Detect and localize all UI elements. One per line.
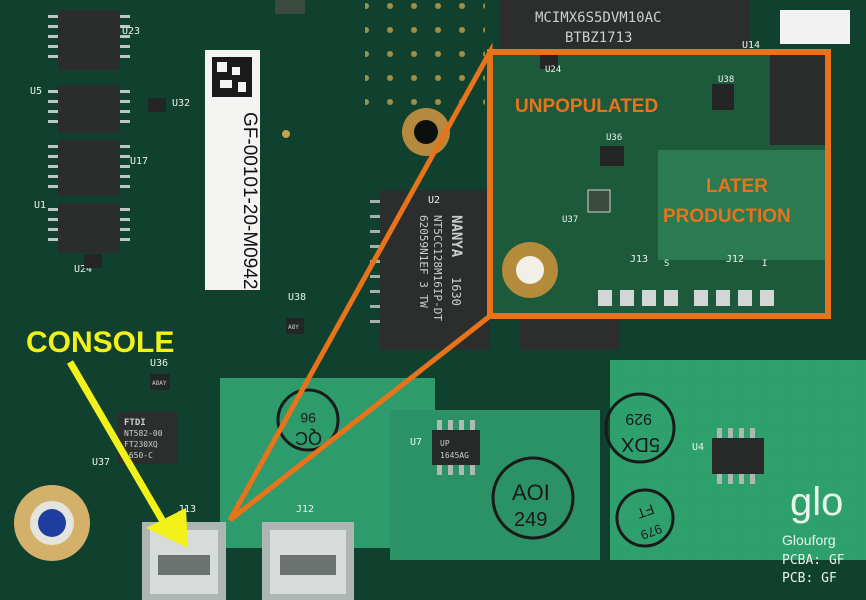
label-later: LATER: [706, 176, 768, 197]
ram-brand: NANYA: [448, 215, 464, 258]
stamp-5dx: 5DX 929: [604, 392, 676, 464]
svg-text:J12: J12: [726, 254, 744, 265]
u4-chip: [712, 438, 764, 474]
silk-u5: U5: [30, 86, 42, 97]
silk-u36: U36: [150, 358, 168, 369]
label-console: CONSOLE: [26, 326, 174, 359]
silk-u2: U2: [428, 195, 440, 206]
silk-u17: U17: [130, 156, 148, 167]
svg-text:FT230XQ: FT230XQ: [124, 440, 158, 449]
svg-text:96: 96: [300, 410, 316, 426]
svg-text:1650-C: 1650-C: [124, 451, 153, 460]
label-production: PRODUCTION: [663, 206, 791, 227]
label-unpopulated: UNPOPULATED: [515, 96, 658, 117]
soic-chip-column: [58, 10, 120, 253]
brand-logo: glo: [790, 480, 843, 524]
svg-text:J13: J13: [630, 254, 648, 265]
svg-text:S: S: [664, 259, 669, 269]
svg-text:AOI: AOI: [512, 480, 550, 505]
svg-text:249: 249: [514, 509, 547, 531]
stamp-ft: FT 979: [615, 488, 675, 548]
silk-j13: J13: [178, 504, 196, 515]
svg-text:FT: FT: [634, 501, 656, 522]
soc-chip: [500, 0, 750, 50]
pcb-text: PCB: GF: [782, 571, 837, 586]
svg-text:5DX: 5DX: [621, 433, 660, 455]
silk-u4: U4: [692, 442, 704, 453]
svg-text:QC: QC: [295, 428, 322, 448]
silk-u38: U38: [288, 292, 306, 303]
silk-u1: U1: [34, 200, 46, 211]
soc-marking-1: MCIMX6S5DVM10AC: [535, 10, 661, 26]
console-arrow-head: [146, 508, 188, 548]
svg-text:1645AG: 1645AG: [440, 451, 469, 460]
svg-text:A8Y: A8Y: [288, 324, 299, 331]
soc-marking-2: BTBZ1713: [565, 30, 632, 46]
brand-name: Glouforg: [782, 532, 836, 548]
svg-text:U24: U24: [545, 65, 561, 75]
stamp-aoi: AOI 249: [491, 456, 575, 540]
silk-u24: U24: [74, 264, 92, 275]
svg-text:U36: U36: [606, 133, 622, 143]
silk-u32: U32: [172, 98, 190, 109]
console-arrow-shaft: [66, 360, 172, 532]
u7-chip: [432, 430, 480, 465]
inset-zoom: U24 U38 U36 U37 J13 J12 S I: [490, 50, 828, 315]
ram-code: 1630: [449, 277, 463, 306]
silk-u23: U23: [122, 26, 140, 37]
ram-line-2: 62059N1EF 3 TW: [417, 215, 430, 308]
stamp-qc: QC 96: [276, 388, 340, 452]
silk-u7: U7: [410, 437, 422, 448]
svg-text:A8AY: A8AY: [152, 380, 167, 387]
svg-text:929: 929: [625, 410, 652, 427]
svg-text:FTDI: FTDI: [124, 418, 146, 428]
pcba-text: PCBA: GF: [782, 553, 845, 568]
svg-text:979: 979: [639, 521, 665, 543]
silk-u37: U37: [92, 457, 110, 468]
silk-j12: J12: [296, 504, 314, 515]
inset-frame: [487, 49, 831, 319]
silk-u14: U14: [742, 40, 760, 51]
barcode-text: GF-00101-20-M0942: [239, 112, 260, 289]
ram-line-1: NT5CC128M16IP-DT: [431, 215, 444, 321]
svg-text:I: I: [762, 259, 767, 269]
svg-text:NT582-00: NT582-00: [124, 429, 163, 438]
svg-text:UP: UP: [440, 439, 450, 448]
svg-text:U37: U37: [562, 215, 578, 225]
svg-text:U38: U38: [718, 75, 734, 85]
